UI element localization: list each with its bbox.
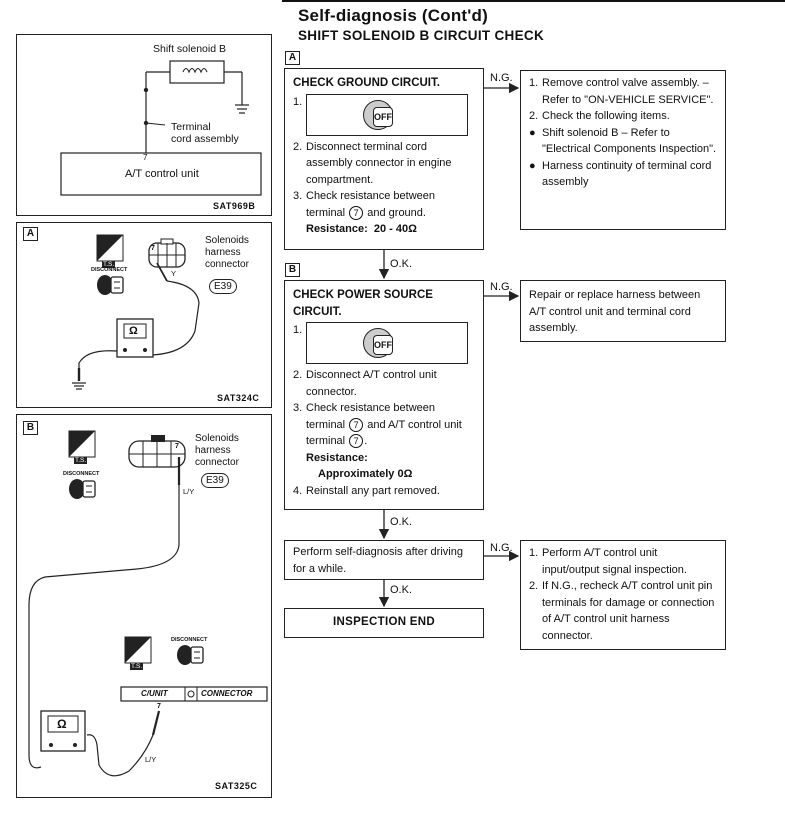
connector-word-label: CONNECTOR: [201, 689, 253, 698]
ok-label-1: O.K.: [390, 258, 413, 270]
ok-label-2: O.K.: [390, 516, 413, 528]
pin-number: 7: [143, 153, 148, 162]
check-power-source-box: CHECK POWER SOURCE CIRCUIT. 1. OFF 2.Dis…: [284, 280, 484, 510]
step1-item-3: 3. Check resistance between terminal 7 a…: [293, 190, 436, 235]
step2-heading: CHECK POWER SOURCE CIRCUIT.: [293, 289, 433, 318]
connector-label-2: harness: [205, 247, 241, 258]
wire-color: L/Y: [183, 487, 195, 496]
diagram-a-tag: A: [23, 227, 38, 241]
ng1-item-2: 2.Check the following items.: [529, 110, 670, 122]
connector-label: Solenoids: [205, 235, 249, 246]
ng-label-2: N.G.: [490, 281, 513, 293]
terminal-number-badge: 7: [349, 205, 364, 220]
header-rule: [282, 0, 785, 2]
inspection-end-box: INSPECTION END: [284, 608, 484, 638]
cunit-pin: 7: [157, 703, 161, 710]
solenoid-label: Shift solenoid B: [153, 43, 226, 55]
step1-item-1: 1. OFF: [293, 93, 475, 136]
check-ground-circuit-box: CHECK GROUND CIRCUIT. 1. OFF 2. Disconne…: [284, 68, 484, 250]
step2-item-2: 2.Disconnect A/T control unit connector.: [293, 369, 437, 398]
terminal-label-2: cord assembly: [171, 133, 239, 145]
ohm-meter-symbol: Ω: [57, 717, 67, 731]
figure-code: SAT324C: [217, 393, 260, 403]
diagram-a-panel: A T.S. DISCONNECT 7 Y Solenoids harne: [16, 222, 272, 408]
ng3-item-1: 1.Perform A/T control unit input/output …: [529, 547, 687, 576]
ng1-actions-box: 1.Remove control valve assembly. – Refer…: [520, 70, 726, 230]
ts-icon-label: T.S.: [102, 261, 116, 268]
step1-item-2: 2. Disconnect terminal cord assembly con…: [293, 140, 452, 186]
terminal-label: Terminal: [171, 121, 211, 133]
disconnect-icon-label: DISCONNECT: [63, 471, 100, 477]
ts-icon-label-2: T.S.: [130, 663, 144, 670]
ignition-switch-frame: OFF: [306, 322, 468, 364]
cunit-label: C/UNIT: [141, 689, 168, 698]
figure-code: SAT969B: [213, 201, 256, 211]
step2-item-3: 3. Check resistance between terminal 7 a…: [293, 402, 462, 480]
self-diagnosis-box: Perform self-diagnosis after driving for…: [284, 540, 484, 580]
step1-heading: CHECK GROUND CIRCUIT.: [293, 77, 440, 89]
ng1-item-1: 1.Remove control valve assembly. – Refer…: [529, 77, 714, 106]
ng2-actions-box: Repair or replace harness between A/T co…: [520, 280, 726, 342]
key-off-label: OFF: [373, 335, 393, 355]
connector-pin: 7: [151, 245, 155, 252]
diagram-b-tag: B: [23, 421, 38, 435]
disconnect-icon-label-2: DISCONNECT: [171, 637, 208, 643]
figure-code: SAT325C: [215, 781, 258, 791]
ng1-bullet-1: ●Shift solenoid B – Refer to "Electrical…: [529, 126, 717, 156]
ng3-actions-box: 1.Perform A/T control unit input/output …: [520, 540, 726, 650]
connector-id-badge: E39: [209, 279, 237, 294]
terminal-number-badge: 7: [349, 434, 364, 449]
ok-label-3: O.K.: [390, 584, 413, 596]
flow-tag-b: B: [285, 263, 300, 277]
control-unit-label: A/T control unit: [125, 168, 199, 180]
connector-pin: 7: [175, 443, 179, 450]
flow-tag-a: A: [285, 51, 300, 65]
connector-label-3: connector: [205, 259, 249, 270]
wire-color-2: L/Y: [145, 755, 157, 764]
wiring-diagram-drawing: [60, 60, 262, 196]
page-title: Self-diagnosis (Cont'd): [298, 6, 488, 25]
step2-item-4: 4.Reinstall any part removed.: [293, 484, 440, 497]
diagram-b-drawing: [28, 430, 268, 777]
connector-label: Solenoids: [195, 433, 239, 444]
diagram-b-panel: B: [16, 414, 272, 798]
ng3-item-2: 2.If N.G., recheck A/T control unit pin …: [529, 580, 715, 642]
connector-label-3: connector: [195, 457, 239, 468]
key-off-label: OFF: [373, 106, 393, 127]
ignition-switch-frame: OFF: [306, 93, 468, 136]
diagram-a-drawing: [72, 234, 200, 390]
wiring-diagram-panel: Shift solenoid B Terminal cord assembly …: [16, 34, 272, 216]
step2-item-1: 1. OFF: [293, 322, 475, 364]
disconnect-icon-label: DISCONNECT: [91, 267, 128, 273]
connector-id-badge: E39: [201, 473, 229, 488]
ts-icon-label: T.S.: [74, 457, 88, 464]
terminal-number-badge: 7: [349, 417, 364, 432]
page-subtitle: SHIFT SOLENOID B CIRCUIT CHECK: [298, 28, 545, 43]
wire-color: Y: [171, 269, 177, 278]
ng-label-3: N.G.: [490, 542, 513, 554]
ng-label-1: N.G.: [490, 72, 513, 84]
ng1-bullet-2: ●Harness continuity of terminal cord ass…: [529, 159, 712, 189]
ohm-meter-symbol: Ω: [129, 325, 138, 337]
connector-label-2: harness: [195, 445, 231, 456]
